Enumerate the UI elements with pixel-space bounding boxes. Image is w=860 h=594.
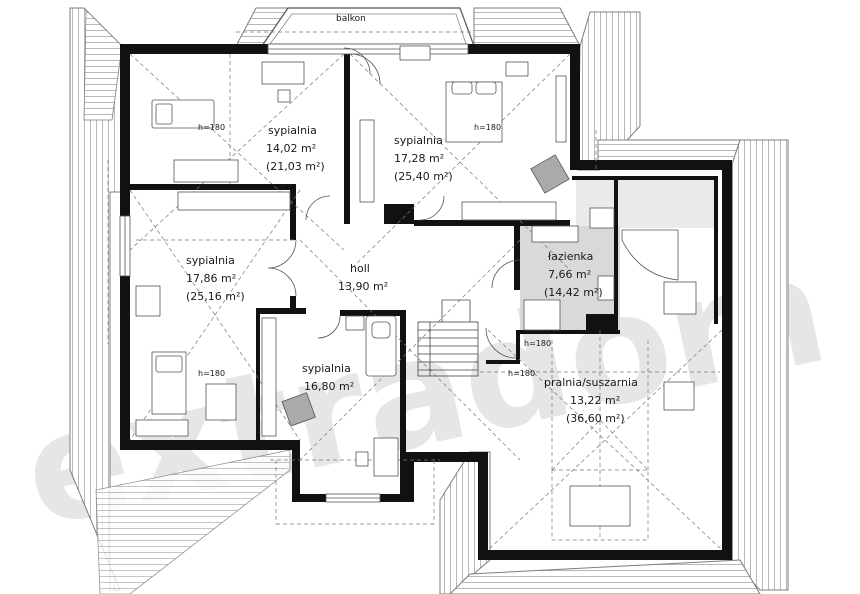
room-name-laundry: pralnia/suszarnia: [544, 376, 638, 389]
height-mark: h=180: [198, 369, 225, 378]
room-area-bathroom: 7,66 m²: [548, 268, 591, 281]
height-mark: h=180: [474, 123, 501, 132]
room-area-hall: 13,90 m²: [338, 280, 388, 293]
room-area-bedroom-2: 17,28 m²: [394, 152, 444, 165]
room-labels: sypialnia 14,02 m² (21,03 m²) sypialnia …: [186, 124, 638, 425]
room-name-bedroom-3: sypialnia: [186, 254, 235, 267]
room-area2-bathroom: (14,42 m²): [544, 286, 603, 299]
room-area2-laundry: (36,60 m²): [566, 412, 625, 425]
room-area-laundry: 13,22 m²: [570, 394, 620, 407]
room-area-bedroom-1: 14,02 m²: [266, 142, 316, 155]
room-name-hall: holl: [350, 262, 370, 275]
stairs: [417, 299, 479, 377]
height-mark: h=180: [198, 123, 225, 132]
room-name-bedroom-2: sypialnia: [394, 134, 443, 147]
room-area-bedroom-3: 17,86 m²: [186, 272, 236, 285]
room-area2-bedroom-1: (21,03 m²): [266, 160, 325, 173]
furniture: [135, 45, 697, 527]
roof-overhang: [69, 7, 789, 594]
room-name-bedroom-1: sypialnia: [268, 124, 317, 137]
door-swings: [267, 47, 521, 359]
height-mark: h=180: [508, 369, 535, 378]
windows: [119, 43, 469, 503]
roof-lines: [107, 31, 723, 551]
room-area2-bedroom-3: (25,16 m²): [186, 290, 245, 303]
balcony-label: balkon: [336, 14, 366, 24]
room-name-bathroom: łazienka: [548, 250, 593, 263]
room-area2-bedroom-2: (25,40 m²): [394, 170, 453, 183]
height-mark: h=180: [524, 339, 551, 348]
height-marks: h=180 h=180 h=180 h=180 h=180: [198, 123, 551, 378]
balcony: [260, 7, 475, 47]
room-name-bedroom-4: sypialnia: [302, 362, 351, 375]
room-area-bedroom-4: 16,80 m²: [304, 380, 354, 393]
